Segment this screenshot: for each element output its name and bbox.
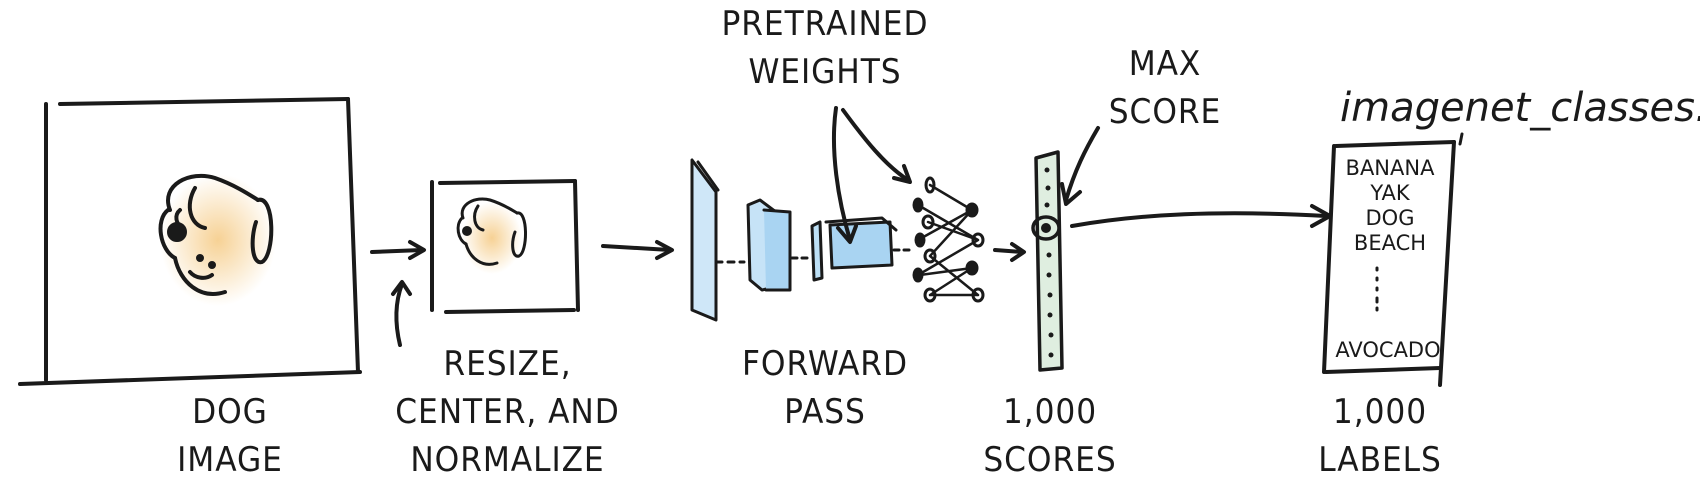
arrow-weights-to-block [831,106,852,242]
file-name-label: imagenet_classes.txt [1340,85,1700,131]
dog-icon-small [456,197,527,274]
arrow-weights-to-nodes [841,108,910,182]
arrow-to-scores [993,248,1024,254]
arrow-resize-up [394,282,404,347]
score-bar [1031,150,1064,372]
class-item: BEACH [1353,231,1427,255]
class-item-last: AVOCADO [1335,338,1441,362]
class-item: BANANA [1345,156,1435,180]
class-item: YAK [1370,181,1410,205]
arrow-to-resize [370,248,424,254]
dog-icon-large [158,173,276,306]
arrow-max-score [1064,126,1100,202]
arrow-to-labels [1070,211,1328,228]
dog-image-frame [18,97,362,386]
arrow-to-network [601,244,672,252]
class-item: DOG [1365,206,1415,230]
network-layers [690,158,912,322]
resized-image-frame [430,179,580,314]
network-nodes [912,176,985,303]
class-list: BANANA YAK DOG BEACH [1330,156,1450,256]
labels-sheet [1322,132,1464,387]
